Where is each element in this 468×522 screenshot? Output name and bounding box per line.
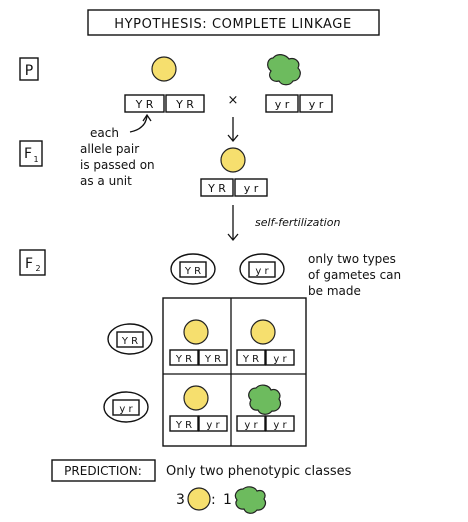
gamete-recessive: y r bbox=[239, 253, 285, 285]
round-seed bbox=[250, 319, 276, 345]
row-gamete-dominant: Y R bbox=[107, 323, 153, 355]
punnett-cell-2-1: Y R y r bbox=[169, 385, 228, 432]
svg-text:Y R: Y R bbox=[204, 354, 221, 365]
svg-text:y r: y r bbox=[244, 182, 259, 195]
row-gamete-recessive: y r bbox=[103, 391, 149, 423]
generation-label-p: P bbox=[19, 57, 39, 81]
generation-label-f1: F 1 bbox=[19, 140, 43, 167]
f1-round-seed bbox=[220, 147, 246, 173]
ratio-separator: : bbox=[211, 492, 216, 508]
cross-symbol: × bbox=[228, 93, 239, 108]
svg-text:allele pair: allele pair bbox=[80, 142, 139, 156]
svg-text:y r: y r bbox=[244, 420, 258, 431]
svg-text:y r: y r bbox=[309, 98, 324, 111]
phenotype-ratio: 3 : 1 bbox=[176, 486, 267, 514]
svg-text:2: 2 bbox=[35, 264, 40, 273]
svg-text:y r: y r bbox=[119, 404, 133, 415]
svg-text:Y R: Y R bbox=[121, 336, 138, 347]
self-fertilization-label: self-fertilization bbox=[255, 216, 340, 229]
ratio-round-seed bbox=[187, 487, 211, 511]
title-box bbox=[87, 9, 380, 36]
prediction-label-box bbox=[51, 459, 156, 482]
svg-text:Y R: Y R bbox=[184, 266, 201, 277]
parent-genotype-dominant: Y R Y R bbox=[124, 94, 205, 113]
punnett-cell-2-2: y r y r bbox=[236, 384, 295, 432]
wrinkled-seed bbox=[248, 384, 282, 415]
ratio-wrinkled-count: 1 bbox=[223, 492, 232, 508]
prediction-label: PREDICTION: bbox=[64, 464, 142, 478]
svg-text:y r: y r bbox=[273, 354, 287, 365]
punnett-cell-1-2: Y R y r bbox=[236, 319, 295, 366]
svg-text:only two types: only two types bbox=[308, 252, 396, 266]
svg-text:Y R: Y R bbox=[175, 354, 192, 365]
svg-text:is passed on: is passed on bbox=[80, 158, 155, 172]
svg-text:y r: y r bbox=[206, 420, 220, 431]
svg-text:be made: be made bbox=[308, 284, 361, 298]
parent-wrinkled-seed bbox=[267, 54, 301, 86]
svg-text:F: F bbox=[24, 146, 32, 162]
svg-text:y r: y r bbox=[255, 266, 269, 277]
arrow-p-to-f1 bbox=[227, 117, 239, 143]
unit-note: each allele pair is passed on as a unit bbox=[80, 113, 155, 188]
svg-text:as a unit: as a unit bbox=[80, 174, 132, 188]
arrow-f1-to-f2 bbox=[227, 205, 239, 242]
punnett-border bbox=[162, 297, 307, 447]
ratio-wrinkled-seed bbox=[234, 486, 267, 514]
svg-text:Y R: Y R bbox=[242, 354, 259, 365]
svg-text:each: each bbox=[90, 126, 119, 140]
prediction-text: Only two phenotypic classes bbox=[166, 464, 352, 479]
gamete-note: only two types of gametes can be made bbox=[308, 252, 401, 298]
parent-genotype-recessive: y r y r bbox=[265, 94, 333, 113]
f1-genotype: Y R y r bbox=[200, 178, 268, 197]
punnett-square bbox=[162, 297, 307, 447]
gamete-dominant: Y R bbox=[170, 253, 216, 285]
svg-text:Y R: Y R bbox=[175, 98, 194, 111]
punnett-cell-1-1: Y R Y R bbox=[169, 319, 228, 366]
ratio-round-count: 3 bbox=[176, 492, 185, 508]
svg-text:of gametes can: of gametes can bbox=[308, 268, 401, 282]
svg-text:P: P bbox=[25, 63, 33, 79]
svg-text:1: 1 bbox=[33, 155, 38, 164]
title-text: HYPOTHESIS: COMPLETE LINKAGE bbox=[114, 17, 352, 32]
svg-text:y r: y r bbox=[273, 420, 287, 431]
prediction: PREDICTION: Only two phenotypic classes bbox=[51, 459, 352, 482]
parent-round-seed bbox=[151, 56, 177, 82]
generation-label-f2: F 2 bbox=[19, 249, 46, 276]
round-seed bbox=[183, 385, 209, 411]
svg-text:y r: y r bbox=[275, 98, 290, 111]
svg-text:Y R: Y R bbox=[175, 420, 192, 431]
svg-text:Y R: Y R bbox=[207, 182, 226, 195]
svg-text:F: F bbox=[25, 256, 33, 272]
round-seed bbox=[183, 319, 209, 345]
svg-text:Y R: Y R bbox=[135, 98, 154, 111]
